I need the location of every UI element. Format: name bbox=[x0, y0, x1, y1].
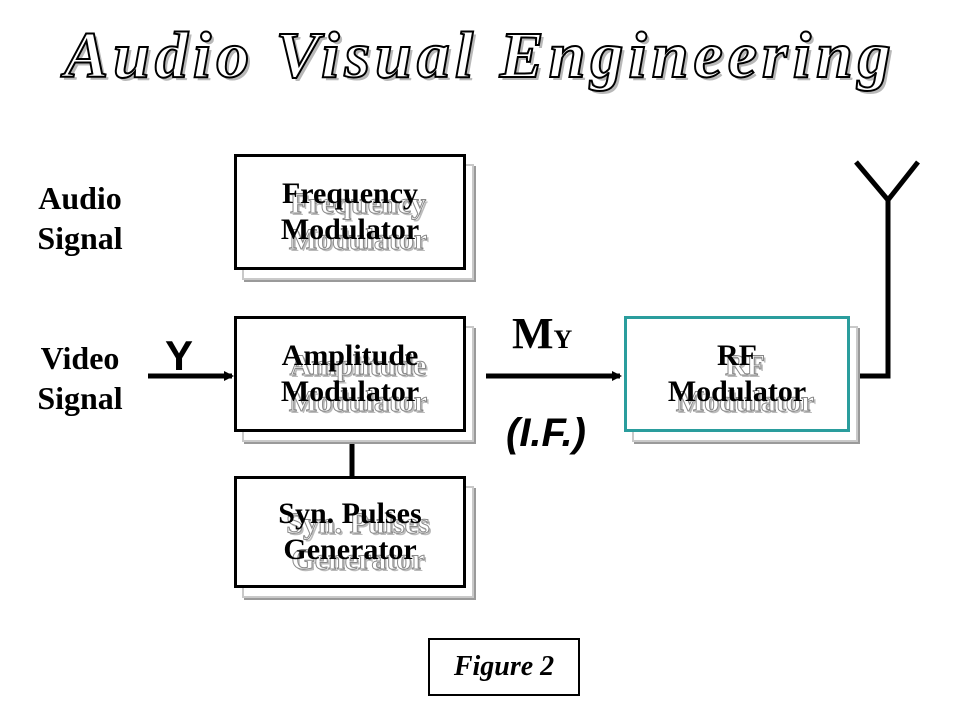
page-title: Audio Visual Engineering bbox=[63, 18, 896, 93]
frequency-modulator-line1: Frequency bbox=[281, 177, 419, 210]
video-signal-label: Video Signal bbox=[20, 338, 140, 418]
sync-generator-line2: Generator bbox=[283, 533, 417, 566]
video-label-line1: Video bbox=[40, 340, 120, 376]
my-signal-label: MY bbox=[512, 306, 572, 361]
antenna-left-arm bbox=[854, 160, 890, 202]
y-signal-label: Y bbox=[165, 332, 194, 379]
amplitude-modulator-line2: Modulator bbox=[280, 375, 420, 408]
if-signal-note: (I.F.) bbox=[506, 411, 586, 455]
antenna-right-arm bbox=[886, 160, 920, 202]
rf-modulator-line1: RF bbox=[717, 339, 757, 372]
sync-generator-line1: Syn. Pulses bbox=[278, 497, 422, 530]
video-label-line2: Signal bbox=[37, 380, 123, 416]
my-signal-main: M bbox=[512, 309, 554, 358]
antenna-feed-line bbox=[858, 200, 891, 379]
audio-label-line2: Signal bbox=[37, 220, 123, 256]
amplitude-modulator-line1: Amplitude bbox=[281, 339, 419, 372]
figure-caption: Figure 2 bbox=[428, 638, 580, 696]
my-signal-subscript: Y bbox=[553, 325, 573, 354]
audio-label-line1: Audio bbox=[38, 180, 122, 216]
rf-modulator-line2: Modulator bbox=[667, 375, 807, 408]
frequency-modulator-line2: Modulator bbox=[280, 213, 420, 246]
audio-signal-label: Audio Signal bbox=[20, 178, 140, 258]
